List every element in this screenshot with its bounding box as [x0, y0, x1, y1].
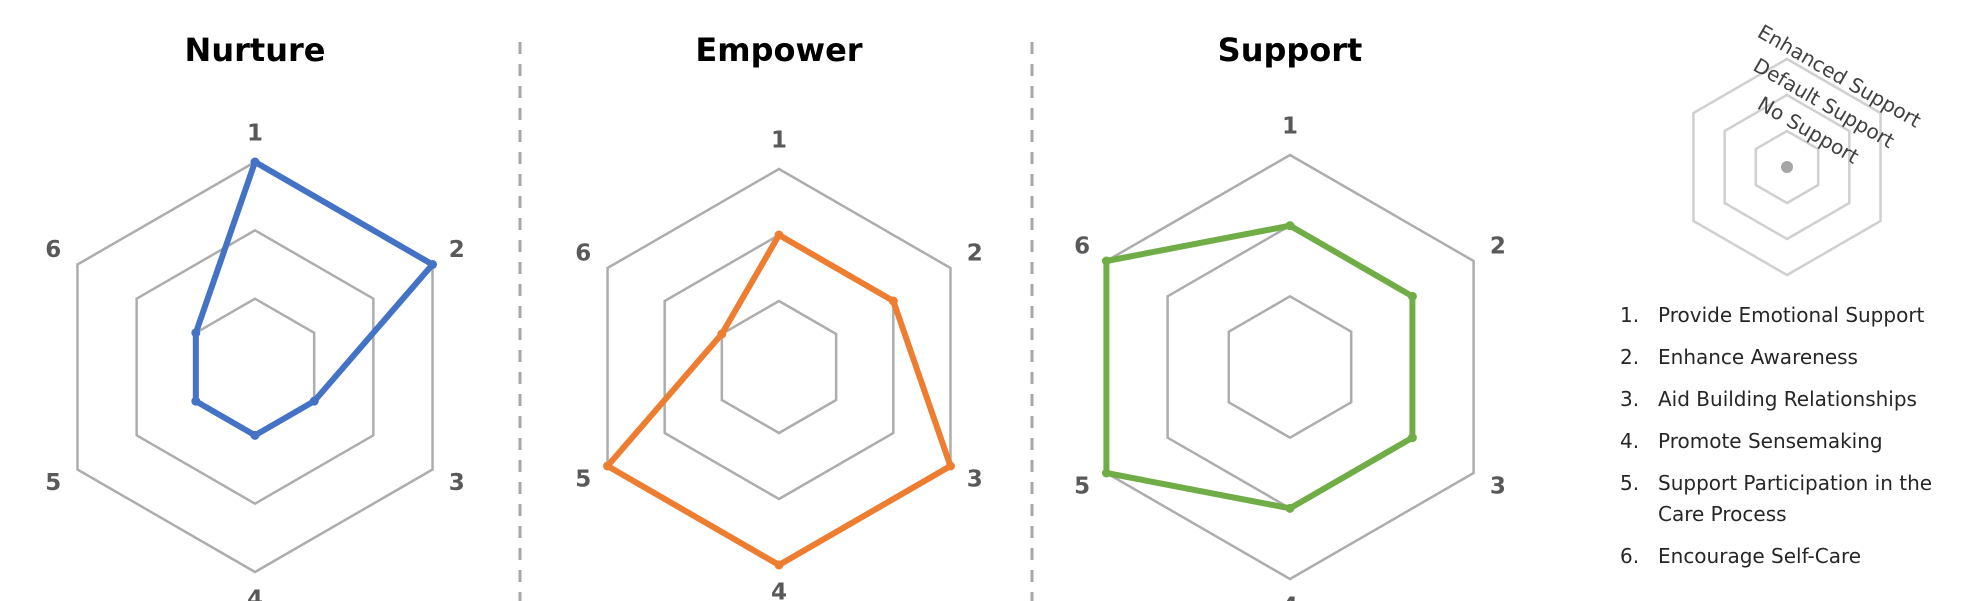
- key-item-number: 4.: [1620, 429, 1640, 453]
- dimension-key-list: 1. Provide Emotional Support 2. Enhance …: [1620, 300, 1970, 583]
- grid-ring-3: [1105, 153, 1475, 581]
- legend-ring-1: [1754, 129, 1820, 205]
- data-point-3: [945, 461, 955, 471]
- radar-chart-support: Support 1 2 3 4 5 6: [1074, 31, 1506, 601]
- axis-label-4: 4: [1282, 594, 1298, 601]
- axis-label-2: 2: [1490, 234, 1506, 260]
- data-point-1: [774, 230, 784, 240]
- legend-center-dot: [1781, 161, 1793, 173]
- data-point-6: [191, 328, 201, 338]
- axis-label-1: 1: [1282, 114, 1298, 140]
- key-item-label: Aid Building Relationships: [1658, 387, 1917, 411]
- key-item-label: Promote Sensemaking: [1658, 429, 1883, 453]
- data-point-4: [774, 560, 784, 570]
- data-point-3: [1407, 433, 1417, 443]
- radar-chart-empower: Empower 1 2 3 4 5 6: [575, 31, 982, 601]
- key-item-label: Provide Emotional Support: [1658, 303, 1925, 327]
- axis-label-3: 3: [967, 467, 983, 493]
- series-line: [1103, 222, 1416, 512]
- key-item-label: Support Participation in the Care Proces…: [1658, 471, 1933, 526]
- grid-ring-2: [135, 228, 375, 506]
- axis-label-3: 3: [449, 470, 465, 496]
- data-point-6: [1101, 256, 1111, 266]
- axis-label-6: 6: [575, 241, 591, 267]
- series-line: [604, 232, 954, 568]
- key-item-label: Encourage Self-Care: [1658, 544, 1862, 568]
- grid-ring-3: [606, 167, 952, 567]
- grid-ring-3: [76, 160, 434, 574]
- axis-label-3: 3: [1490, 474, 1506, 500]
- legend-ring-3: [1692, 57, 1882, 277]
- data-point-4: [1285, 503, 1295, 513]
- key-item-number: 5.: [1620, 471, 1640, 495]
- axis-label-1: 1: [247, 121, 263, 147]
- key-item: 2. Enhance Awareness: [1620, 342, 1970, 373]
- axis-label-5: 5: [45, 470, 61, 496]
- key-item: 4. Promote Sensemaking: [1620, 426, 1970, 457]
- axis-label-6: 6: [45, 237, 61, 263]
- data-point-5: [603, 461, 613, 471]
- grid-ring-1: [1227, 294, 1353, 440]
- key-item-number: 3.: [1620, 387, 1640, 411]
- axis-label-2: 2: [967, 241, 983, 267]
- chart-title: Nurture: [185, 31, 326, 69]
- key-item-number: 1.: [1620, 303, 1640, 327]
- data-point-1: [250, 157, 260, 167]
- data-point-4: [250, 430, 260, 440]
- grid-ring-1: [720, 299, 838, 435]
- axis-label-1: 1: [771, 128, 787, 154]
- data-point-1: [1285, 221, 1295, 231]
- radar-chart-nurture: Nurture 1 2 3 4 5 6: [45, 31, 465, 601]
- axis-label-5: 5: [1074, 474, 1090, 500]
- axis-label-5: 5: [575, 467, 591, 493]
- grid-ring-2: [663, 233, 895, 501]
- key-item: 3. Aid Building Relationships: [1620, 384, 1970, 415]
- chart-title: Empower: [695, 31, 862, 69]
- key-item-number: 2.: [1620, 345, 1640, 369]
- key-item: 6. Encourage Self-Care: [1620, 541, 1970, 572]
- data-point-2: [428, 260, 438, 269]
- data-point-5: [191, 396, 201, 406]
- grid-ring-2: [1166, 224, 1414, 510]
- data-point-5: [1101, 468, 1111, 478]
- axis-label-4: 4: [771, 580, 787, 601]
- data-point-2: [888, 296, 898, 306]
- data-point-3: [309, 396, 319, 406]
- key-item: 5. Support Participation in the Care Pro…: [1620, 468, 1970, 530]
- key-item-label: Enhance Awareness: [1658, 345, 1858, 369]
- axis-label-2: 2: [449, 237, 465, 263]
- key-item-number: 6.: [1620, 544, 1640, 568]
- data-point-6: [717, 329, 727, 339]
- radar-charts: Nurture 1 2 3 4 5 6 Empower 1 2 3 4 5 6 Support 1 2 3 4 5 6: [45, 31, 1506, 601]
- data-point-2: [1407, 291, 1417, 301]
- axis-label-6: 6: [1074, 234, 1090, 260]
- chart-title: Support: [1218, 31, 1363, 69]
- axis-label-4: 4: [247, 587, 263, 601]
- key-item: 1. Provide Emotional Support: [1620, 300, 1970, 331]
- legend-ring-2: [1723, 93, 1851, 241]
